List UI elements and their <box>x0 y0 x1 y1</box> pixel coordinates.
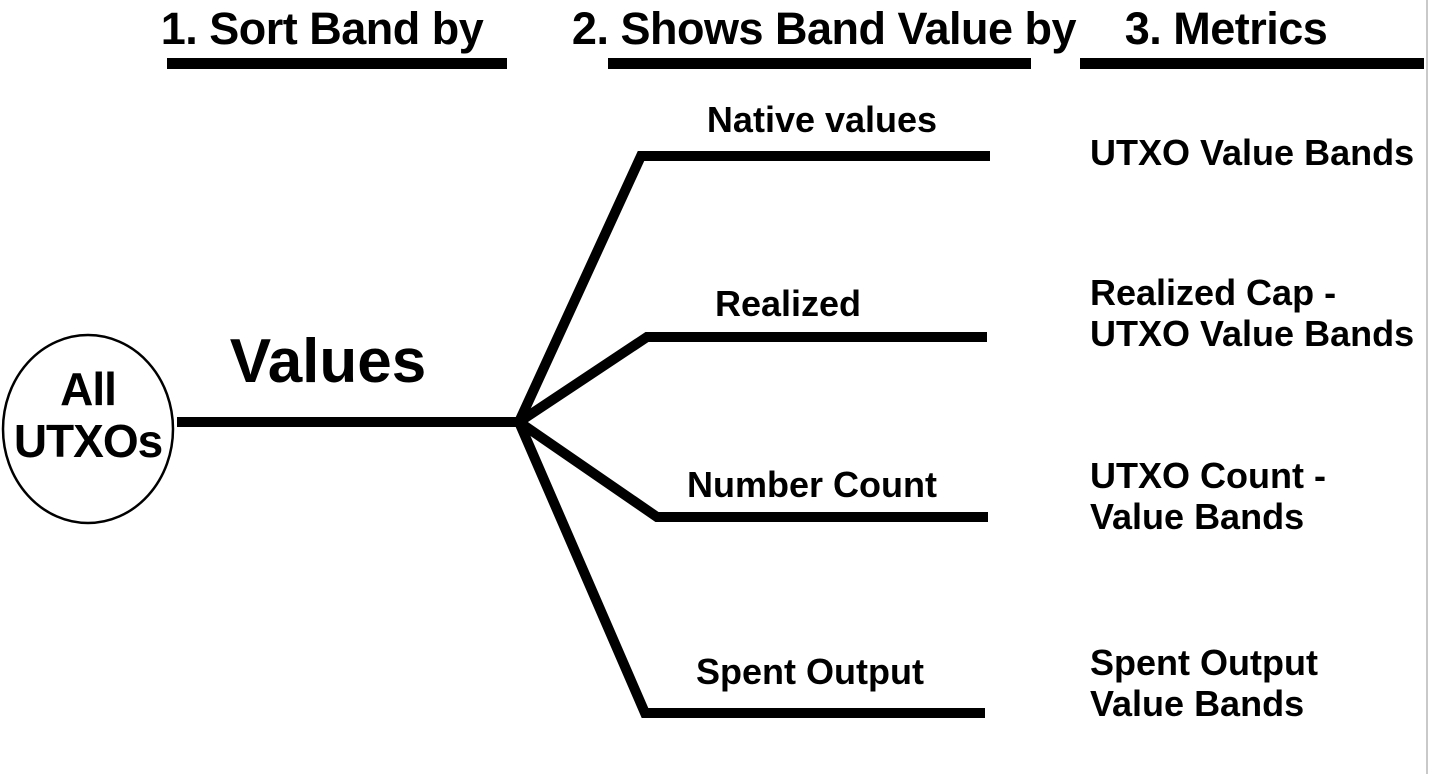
metric-line: UTXO Count - <box>1090 455 1326 496</box>
branch-line-spent-output <box>514 420 985 718</box>
branch-label-spent-output: Spent Output <box>696 651 924 692</box>
column-header-sort-band: 1. Sort Band by <box>160 3 484 54</box>
branch-label-native-values: Native values <box>706 99 938 140</box>
branch-line-realized <box>516 332 987 427</box>
metric-utxo-value-bands: UTXO Value Bands <box>1090 132 1414 173</box>
metric-line: Value Bands <box>1090 683 1305 724</box>
sort-band-label: Values <box>229 327 427 396</box>
metric-line: Spent Output <box>1090 642 1318 683</box>
metric-utxo-count-value-bands: UTXO Count - Value Bands <box>1090 455 1326 537</box>
metric-spent-output-value-bands: Spent Output Value Bands <box>1090 642 1318 724</box>
right-edge-border <box>1426 0 1428 774</box>
root-node-label-line1: All <box>60 363 117 416</box>
column-header-band-value-underline <box>608 58 1031 69</box>
column-header-metrics-underline <box>1080 58 1424 69</box>
branch-label-number-count: Number Count <box>687 464 937 505</box>
metric-line: Value Bands <box>1090 496 1305 537</box>
root-node-label: All UTXOs <box>3 335 173 523</box>
branch-line-number-count <box>516 417 988 522</box>
branch-line-native-values <box>514 151 990 425</box>
metric-line: Realized Cap - <box>1090 272 1337 313</box>
column-header-band-value: 2. Shows Band Value by <box>571 3 1077 54</box>
root-node-label-line2: UTXOs <box>13 415 163 467</box>
root-node-circle <box>1 333 175 525</box>
metric-line: UTXO Value Bands <box>1090 313 1415 354</box>
metric-line: UTXO Value Bands <box>1090 132 1415 173</box>
column-header-metrics: 3. Metrics <box>1124 3 1328 54</box>
metric-realized-cap-utxo-value-bands: Realized Cap - UTXO Value Bands <box>1090 272 1414 354</box>
branch-label-realized: Realized <box>714 283 862 324</box>
column-header-sort-band-underline <box>167 58 507 69</box>
